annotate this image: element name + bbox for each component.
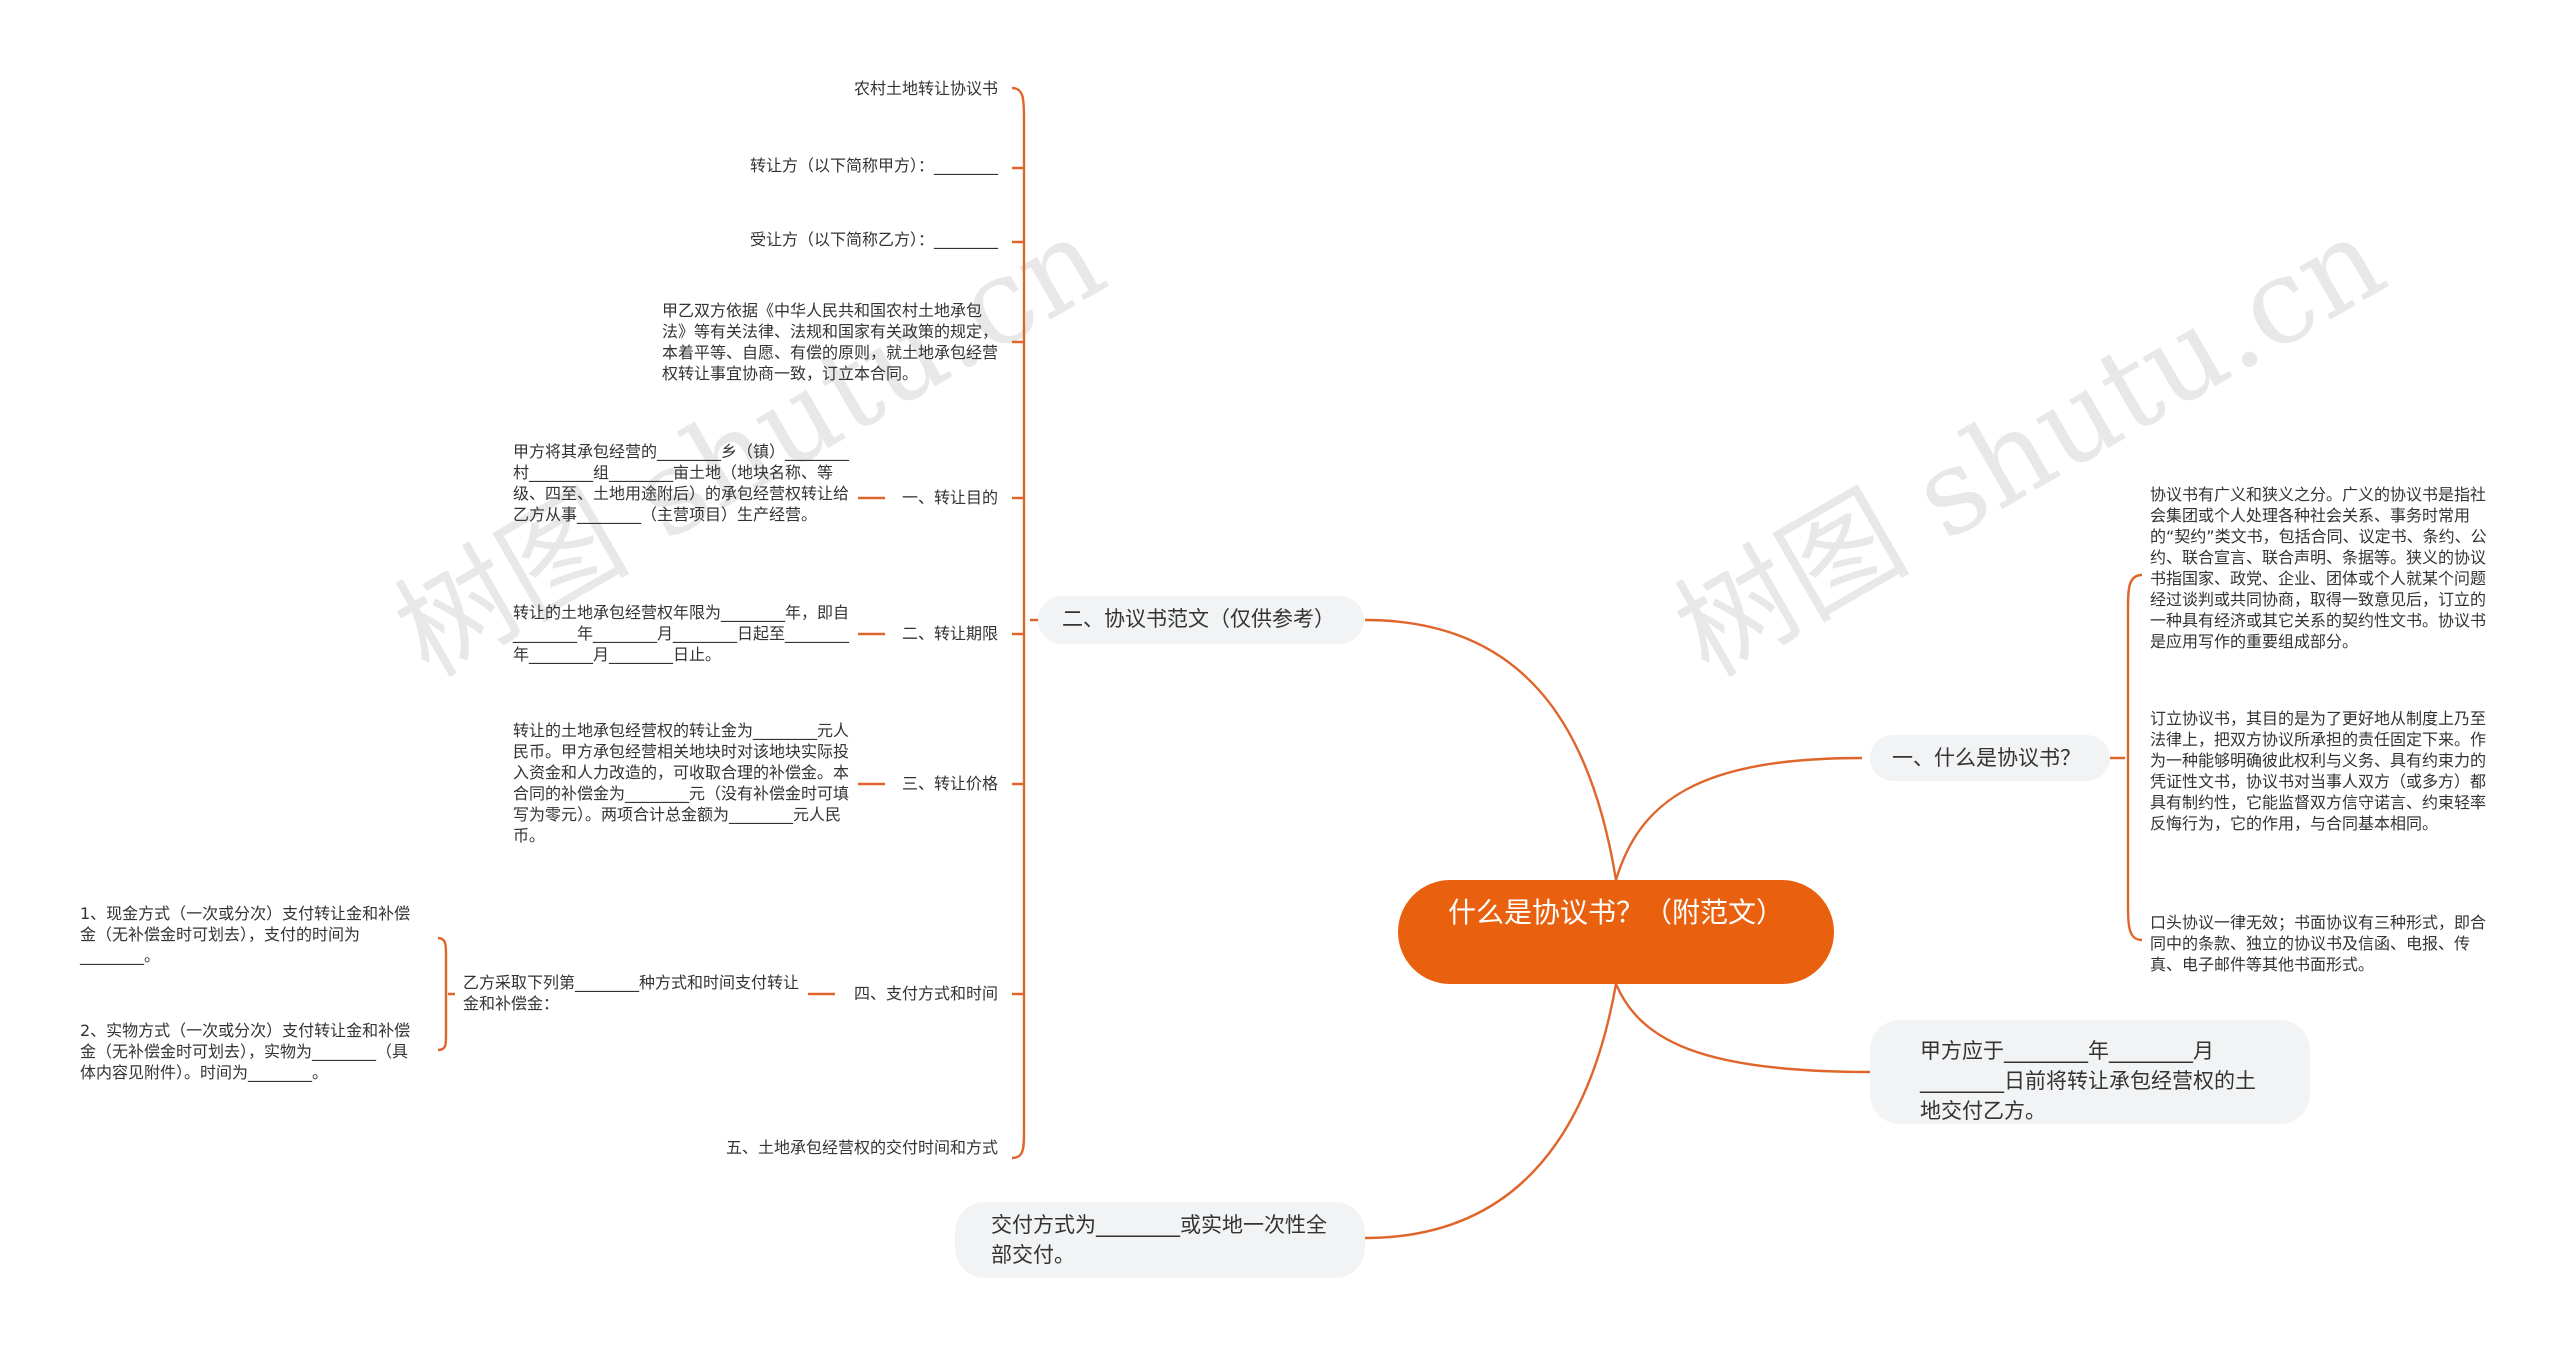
section-price-label[interactable]: 三、转让价格 xyxy=(901,774,998,793)
section-term-text: 转让的土地承包经营权年限为________年，即自________年______… xyxy=(513,603,850,664)
forms-paragraph: 口头协议一律无效；书面协议有三种形式，即合同中的条款、独立的协议书及信函、电报、… xyxy=(2150,913,2487,974)
link-q1-bracket xyxy=(2110,573,2143,942)
link-sample-ticks xyxy=(1012,166,1024,996)
topic-what-is-agreement[interactable]: 一、什么是协议书？ xyxy=(1870,735,2110,781)
link-root-q1 xyxy=(1614,756,1863,881)
link-root-delivery xyxy=(1614,983,1871,1074)
section-handover-label[interactable]: 五、土地承包经营权的交付时间和方式 xyxy=(725,1138,998,1157)
link-payment-options xyxy=(437,936,455,1052)
link-root-bottom xyxy=(1364,983,1618,1240)
section-term-label[interactable]: 二、转让期限 xyxy=(901,624,998,643)
sample-intro: 甲乙双方依据《中华人民共和国农村土地承包法》等有关法律、法规和国家有关政策的规定… xyxy=(662,301,999,383)
sample-title: 农村土地转让协议书 xyxy=(853,79,998,98)
section-payment-text: 乙方采取下列第________种方式和时间支付转让金和补偿金： xyxy=(463,973,800,1013)
topic-sample-agreement[interactable]: 二、协议书范文（仅供参考） xyxy=(1038,596,1364,644)
section-purpose-label[interactable]: 一、转让目的 xyxy=(901,488,998,507)
party-b-line: 受让方（以下简称乙方）：________ xyxy=(749,230,998,249)
link-sample-trunk xyxy=(1011,86,1038,1160)
topic-delivery-method[interactable]: 交付方式为________或实地一次性全部交付。 xyxy=(955,1202,1365,1278)
definition-paragraph: 协议书有广义和狭义之分。广义的协议书是指社会集团或个人处理各种社会关系、事务时常… xyxy=(2150,485,2487,651)
topic-delivery-date[interactable]: 甲方应于________年________月________日前将转让承包经营权… xyxy=(1870,1020,2310,1124)
section-price-text: 转让的土地承包经营权的转让金为________元人民币。甲方承包经营相关地块时对… xyxy=(513,721,850,845)
party-a-line: 转让方（以下简称甲方）：________ xyxy=(749,156,998,175)
section-purpose-text: 甲方将其承包经营的________乡（镇）________村________组_… xyxy=(513,442,850,524)
payment-option-goods: 2、实物方式（一次或分次）支付转让金和补偿金（无补偿金时可划去），实物为____… xyxy=(80,1021,411,1082)
section-payment-label[interactable]: 四、支付方式和时间 xyxy=(853,984,998,1003)
root-topic[interactable]: 什么是协议书？（附范文） xyxy=(1398,880,1834,984)
purpose-paragraph: 订立协议书，其目的是为了更好地从制度上乃至法律上，把双方协议所承担的责任固定下来… xyxy=(2150,709,2487,833)
link-root-sample xyxy=(1364,618,1618,881)
payment-option-cash: 1、现金方式（一次或分次）支付转让金和补偿金（无补偿金时可划去），支付的时间为_… xyxy=(80,904,411,965)
